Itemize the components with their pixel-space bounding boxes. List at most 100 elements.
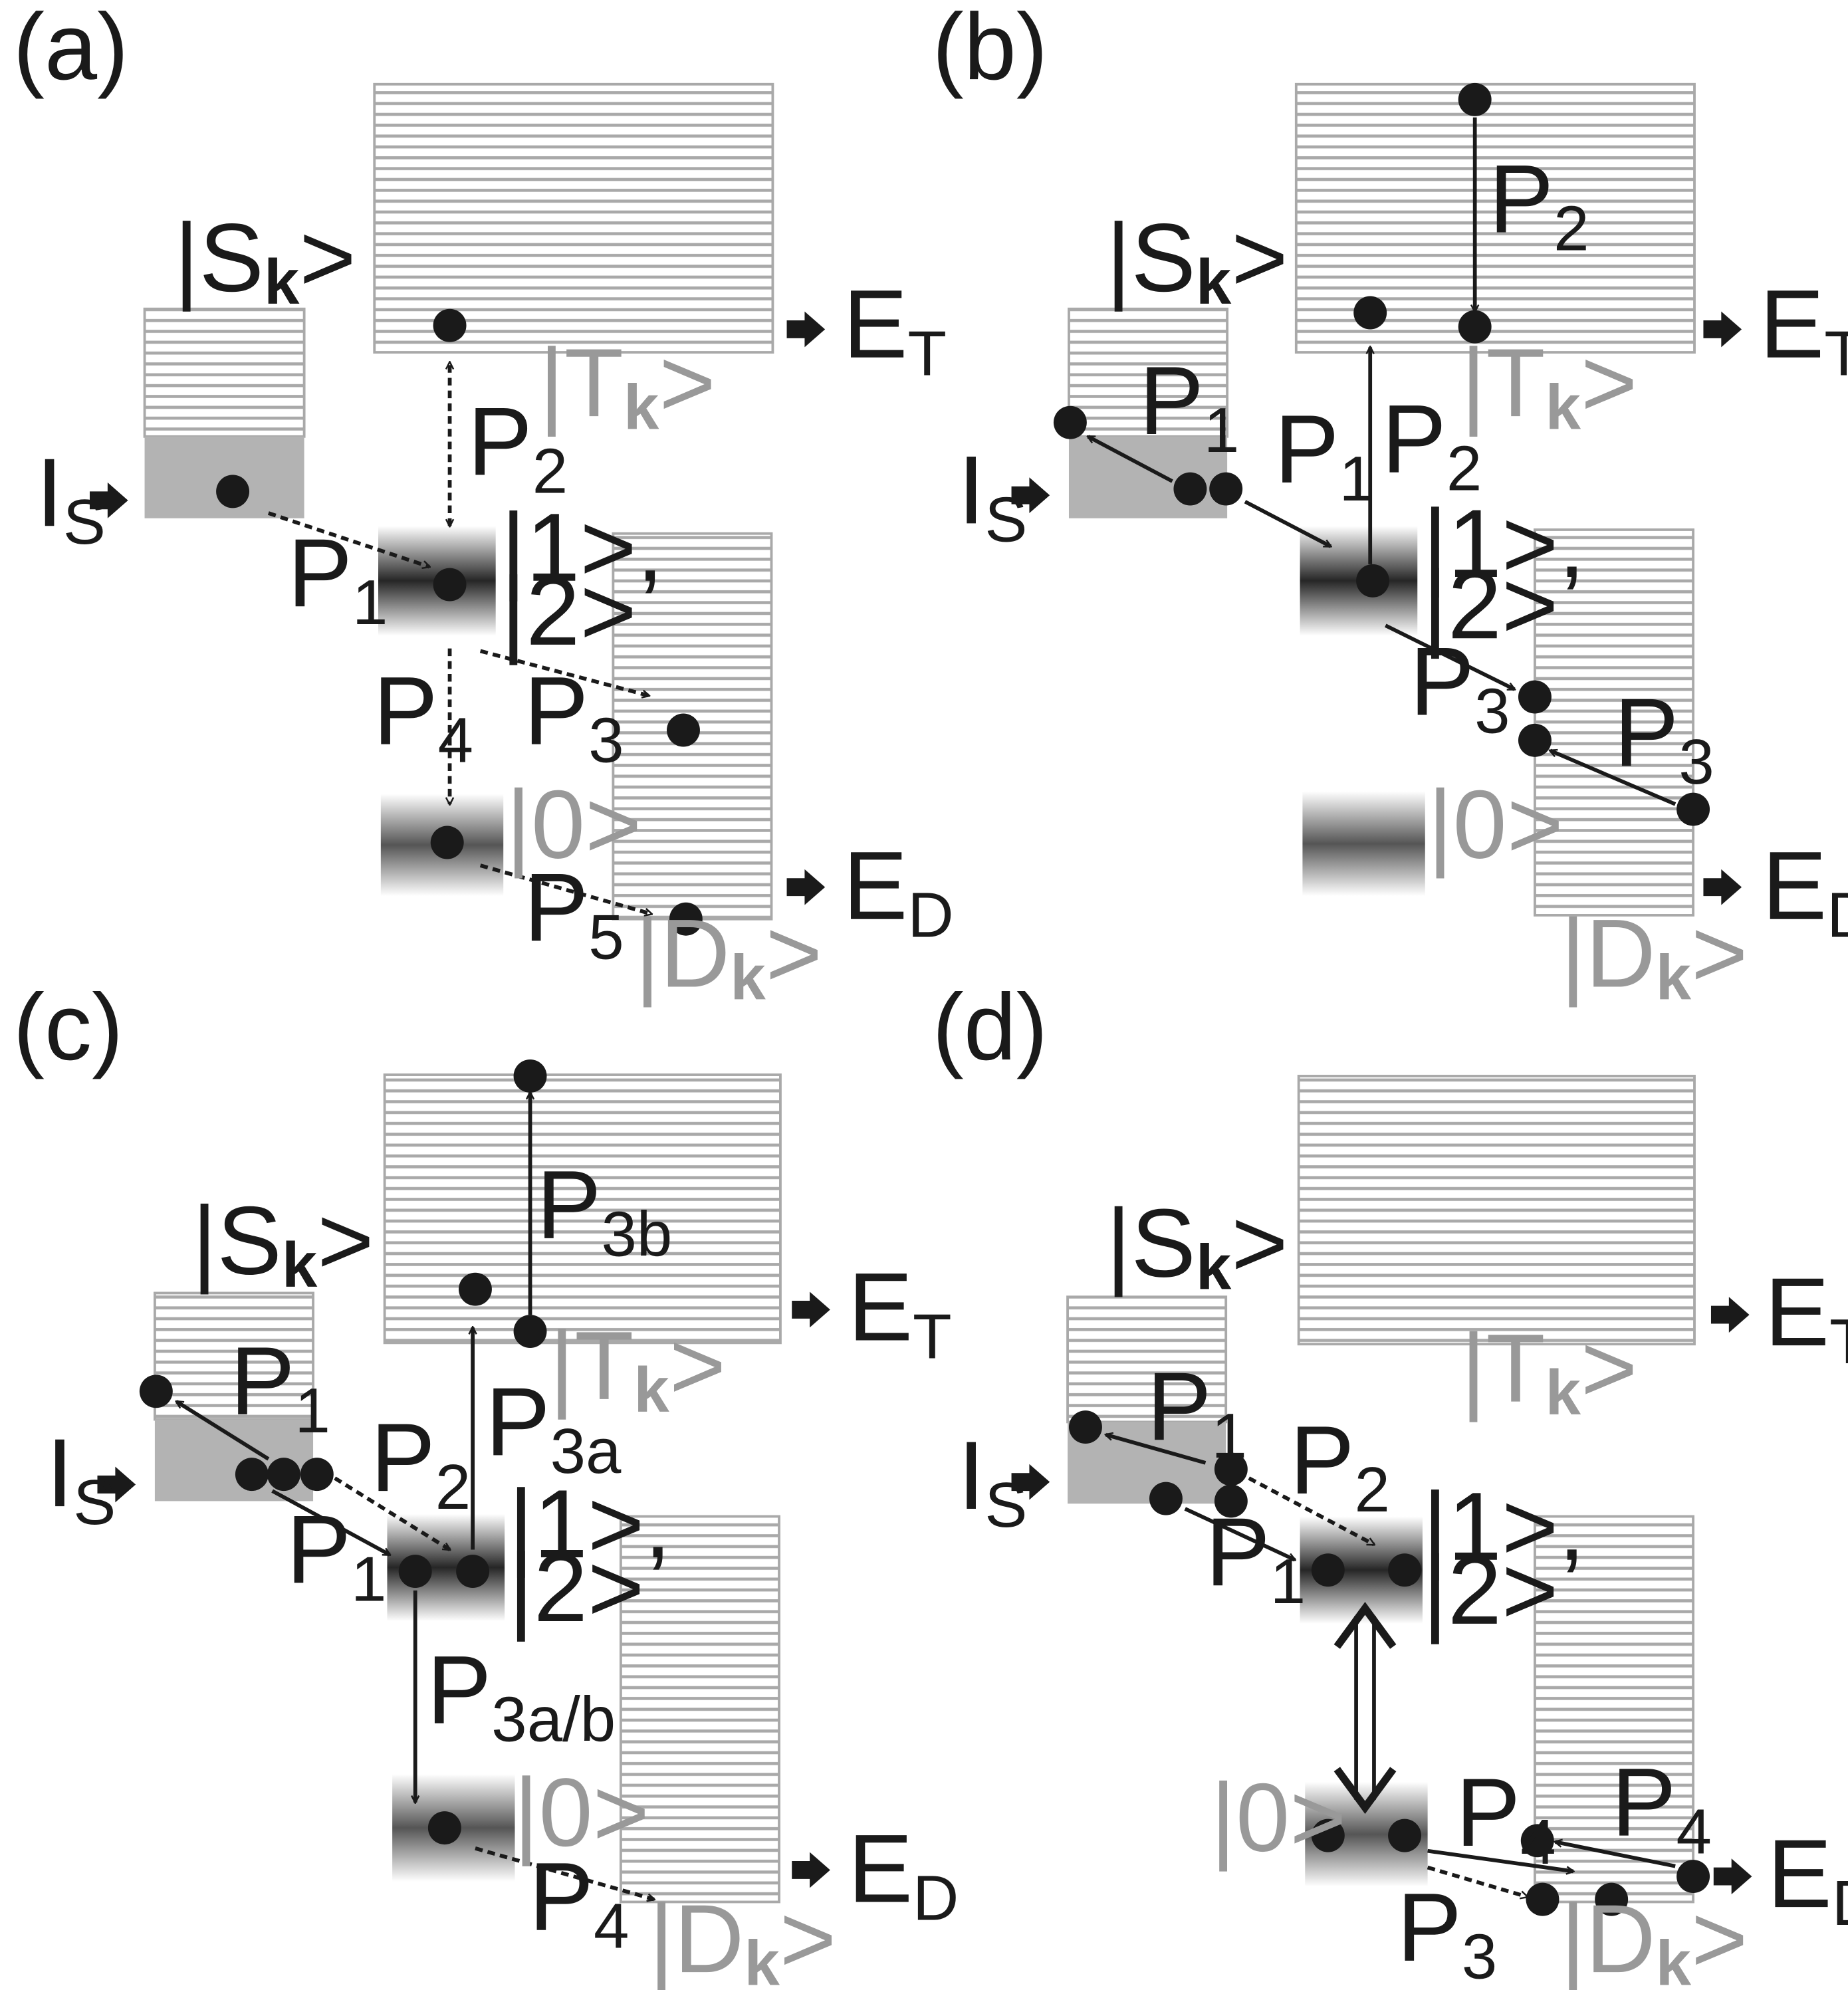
- triplet-label: |Tk>: [539, 328, 716, 443]
- defect-band: [1534, 528, 1694, 917]
- arrow-p1-up: [1088, 435, 1173, 483]
- electron-dot: [1388, 1819, 1422, 1852]
- p2-label: P2: [1489, 145, 1589, 265]
- triplet-band: [1297, 1075, 1696, 1346]
- ed-label: ED: [1767, 1819, 1848, 1939]
- defect-label: |Dk>: [1560, 899, 1748, 1014]
- electron-dot: [216, 475, 250, 508]
- state-12-label: |1>,: [1423, 489, 1585, 598]
- electron-dot: [513, 1315, 547, 1349]
- electron-dot: [1595, 1882, 1629, 1916]
- arrow-p2: [334, 1476, 450, 1551]
- arrow-p3-down: [1384, 623, 1514, 691]
- electron-dot: [456, 1555, 490, 1589]
- singlet-band: [143, 307, 306, 438]
- electron-dot: [1458, 310, 1492, 344]
- state-12-label-2: |2>: [509, 1533, 644, 1642]
- state-12-label-2: |2>: [1423, 550, 1558, 659]
- input-label: IS: [958, 1421, 1028, 1541]
- output-arrow-icon: [1703, 311, 1742, 348]
- arrow-p5: [479, 863, 651, 914]
- defect-band: [619, 1515, 780, 1904]
- et-label: ET: [1760, 270, 1848, 389]
- p2-label: P2: [1381, 385, 1482, 504]
- output-arrow-icon: [786, 311, 826, 348]
- p3b-label: P3b: [536, 1151, 672, 1270]
- singlet-band: [1068, 307, 1229, 438]
- electron-dot: [235, 1458, 269, 1492]
- electron-dot: [1173, 472, 1207, 506]
- state-12-label: |1>,: [501, 493, 663, 602]
- p4-label: P4: [373, 657, 473, 776]
- defect-label: |Dk>: [635, 899, 822, 1014]
- et-label: ET: [843, 270, 947, 389]
- p1-label: P1: [1205, 1497, 1306, 1617]
- electron-dot: [1518, 723, 1552, 757]
- singlet-label: |Sk>: [174, 203, 356, 318]
- p3-label: P3: [1397, 1873, 1498, 1990]
- p1-label: P1: [1274, 395, 1375, 514]
- state-0-label: |0>: [514, 1758, 649, 1867]
- state-0-label: |0>: [1211, 1763, 1346, 1872]
- panel-c: (c) |Sk> |Tk> |Dk> |1>, |2> |0> IS: [13, 974, 959, 1990]
- et-label: ET: [1765, 1258, 1848, 1377]
- electron-dot: [1520, 1824, 1554, 1858]
- input-label: IS: [958, 435, 1028, 555]
- p3ab-label: P3a/b: [427, 1636, 616, 1755]
- arrow-p3-up: [1550, 748, 1676, 806]
- singlet-band: [1066, 1295, 1228, 1424]
- electron-dot: [1068, 1410, 1102, 1444]
- p1-label: P1: [1139, 346, 1240, 466]
- electron-dot: [1388, 1553, 1422, 1587]
- electron-dot: [427, 1811, 461, 1845]
- electron-dot: [1214, 1452, 1248, 1486]
- electron-dot: [1676, 792, 1710, 826]
- electron-dot: [1676, 1860, 1710, 1894]
- electron-dot: [1149, 1482, 1183, 1515]
- electron-dot: [433, 568, 467, 602]
- p4-label: P4: [1611, 1748, 1712, 1868]
- triplet-band: [383, 1073, 782, 1345]
- state-0-label: |0>: [1428, 770, 1563, 879]
- electron-dot: [398, 1555, 432, 1589]
- electron-dot: [1311, 1819, 1345, 1852]
- p1-label: P1: [1147, 1352, 1247, 1472]
- p3a-label: P3a: [485, 1367, 622, 1487]
- ed-label: ED: [843, 831, 954, 951]
- arrow-p3: [1427, 1865, 1528, 1897]
- electron-dot: [433, 308, 467, 342]
- electron-dot: [1053, 405, 1087, 439]
- electron-dot: [513, 1059, 547, 1093]
- singlet-label: |Sk>: [1106, 203, 1288, 318]
- panel-c-tag: (c): [13, 974, 124, 1080]
- arrow-p1-down: [271, 1489, 390, 1557]
- arrow-p1-up: [1106, 1435, 1207, 1465]
- p2-label: P2: [370, 1403, 471, 1523]
- electron-dot: [430, 826, 464, 859]
- electron-dot: [139, 1375, 173, 1408]
- arrow-p1: [267, 511, 429, 567]
- p1-label: P1: [288, 518, 388, 638]
- state-0-label: |0>: [506, 770, 641, 879]
- panel-d-tag: (d): [932, 974, 1048, 1080]
- singlet-label: |Sk>: [192, 1186, 374, 1301]
- p4-label: P4: [529, 1842, 630, 1962]
- p1-label: P1: [230, 1327, 330, 1446]
- defect-label: |Dk>: [1560, 1884, 1748, 1990]
- output-arrow-icon: [1710, 1297, 1750, 1333]
- arrow-p4-down: [1427, 1848, 1573, 1872]
- output-arrow-icon: [792, 1291, 830, 1328]
- p2-label: P2: [467, 387, 568, 506]
- p3-label: P3: [1410, 627, 1510, 746]
- et-label: ET: [848, 1252, 952, 1372]
- state-12-label: |1>,: [1423, 1472, 1585, 1581]
- electron-dot: [1526, 1882, 1559, 1916]
- electron-dot: [669, 902, 703, 936]
- singlet-label: |Sk>: [1106, 1188, 1288, 1303]
- panel-a-tag: (a): [13, 0, 129, 100]
- p3-label: P3: [1614, 678, 1714, 798]
- triplet-label: |Tk>: [549, 1311, 726, 1426]
- arrow-p4-up: [1556, 1842, 1676, 1868]
- electron-dot: [1353, 296, 1387, 330]
